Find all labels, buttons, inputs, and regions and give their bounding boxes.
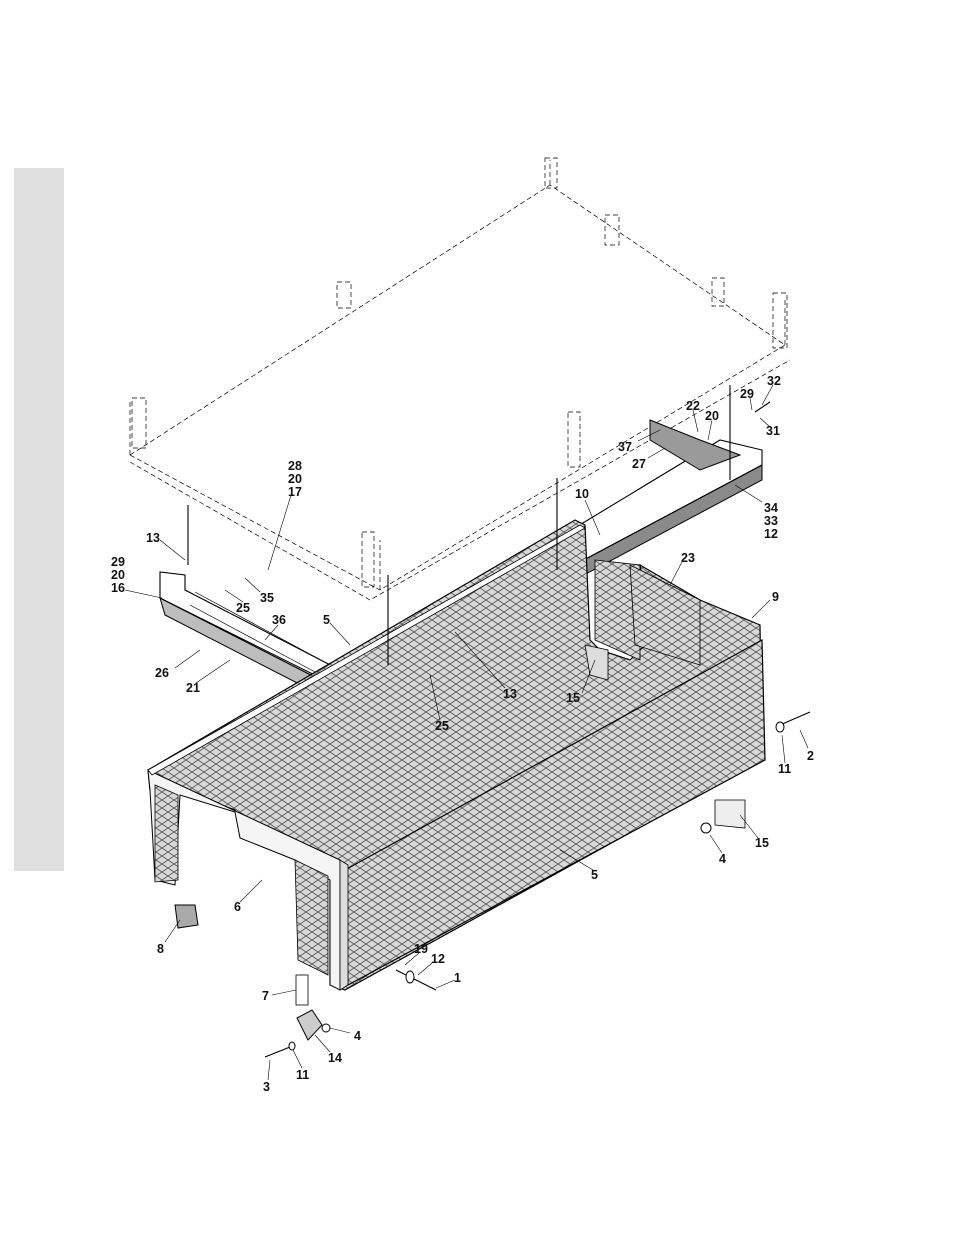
callout-11: 11 — [296, 1068, 309, 1082]
callout-32: 32 — [767, 374, 781, 388]
callout-11: 11 — [778, 762, 791, 776]
callout-19: 19 — [414, 942, 428, 956]
callout-31: 31 — [766, 424, 780, 438]
callout-10: 10 — [575, 487, 589, 501]
lower-cage — [148, 520, 765, 1040]
callout-22: 22 — [686, 399, 700, 413]
callout-4: 4 — [354, 1029, 361, 1043]
callout-4: 4 — [719, 852, 726, 866]
callout-15: 15 — [755, 836, 769, 850]
callout-33: 33 — [764, 514, 778, 528]
callout-1: 1 — [454, 971, 461, 985]
callout-12: 12 — [764, 527, 778, 541]
callout-5: 5 — [323, 613, 330, 627]
callout-16: 16 — [111, 581, 125, 595]
callout-5: 5 — [591, 868, 598, 882]
callout-35: 35 — [260, 591, 274, 605]
callout-13: 13 — [503, 687, 517, 701]
callout-20: 20 — [288, 472, 302, 486]
callout-28: 28 — [288, 459, 302, 473]
callout-3: 3 — [263, 1080, 270, 1094]
callout-9: 9 — [772, 590, 779, 604]
callout-23: 23 — [681, 551, 695, 565]
callout-17: 17 — [288, 485, 302, 499]
callout-25: 25 — [435, 719, 449, 733]
callout-20: 20 — [111, 568, 125, 582]
callout-34: 34 — [764, 501, 778, 515]
callout-2: 2 — [807, 749, 814, 763]
callout-6: 6 — [234, 900, 241, 914]
callout-27: 27 — [632, 457, 646, 471]
upper-frame-phantom — [130, 158, 790, 600]
callout-21: 21 — [186, 681, 200, 695]
callout-37: 37 — [618, 440, 632, 454]
callout-7: 7 — [262, 989, 269, 1003]
callout-15: 15 — [566, 691, 580, 705]
callout-14: 14 — [328, 1051, 342, 1065]
callout-36: 36 — [272, 613, 286, 627]
callout-13: 13 — [146, 531, 160, 545]
callout-8: 8 — [157, 942, 164, 956]
callout-12: 12 — [431, 952, 445, 966]
callout-29: 29 — [740, 387, 754, 401]
callout-25: 25 — [236, 601, 250, 615]
callout-26: 26 — [155, 666, 169, 680]
callout-29: 29 — [111, 555, 125, 569]
callout-20: 20 — [705, 409, 719, 423]
